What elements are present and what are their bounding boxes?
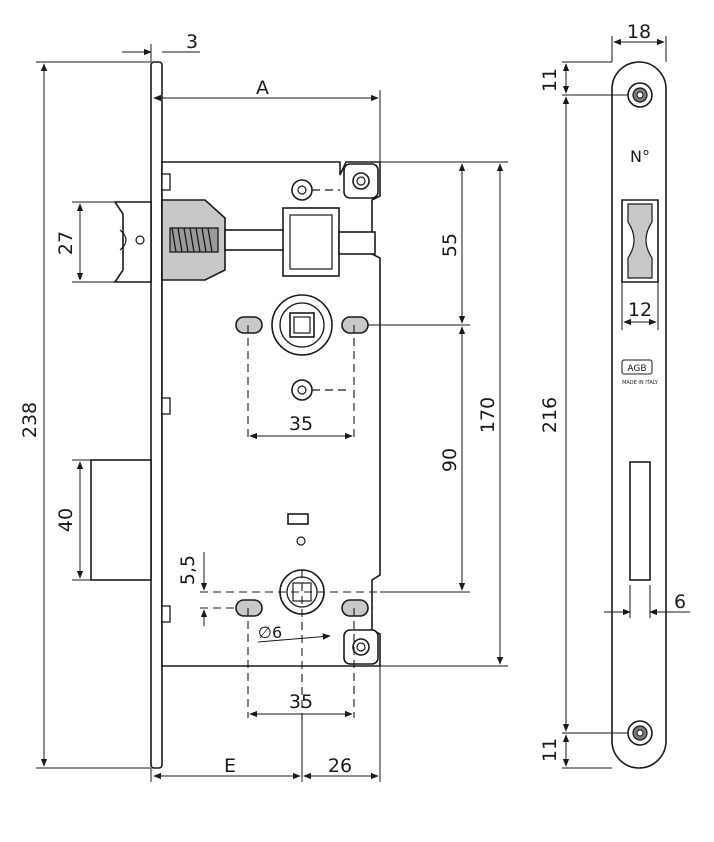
label-screw-offset-top: 11 [539,68,561,92]
label-screw-offset-bottom: 11 [539,738,561,762]
label-body-height: 170 [477,397,499,433]
faceplate-front-view [611,61,667,769]
bolt-slot [629,461,651,581]
screw-bottom [627,720,653,746]
small-slot [287,513,309,525]
label-faceplate-width: 18 [627,21,651,43]
faceplate-screws [161,173,171,623]
label-screw-spacing: 216 [539,397,561,433]
label-fixing-spacing-bottom: 35 [289,691,313,713]
lock-body [161,161,381,667]
label-fixing-spacing-top: 35 [289,413,313,435]
spindle-hub [271,294,333,356]
label-total-height: 238 [19,402,41,438]
screw-top [627,82,653,108]
label-front-thickness: 3 [186,31,198,53]
front-plate [150,61,163,769]
dimension-labels: 3 A 238 27 40 55 90 170 35 35 5,5 ∅6 E 2… [19,21,686,777]
dimension-lines-left [36,44,508,782]
faceplate-made-in: MADE IN ITALY [622,380,659,386]
dead-bolt [90,459,152,581]
label-spindle-to-key: 90 [439,448,461,472]
faceplate-number-mark: N° [630,147,650,166]
small-pin [296,536,306,546]
latch-spring [169,227,219,253]
latch-rod [224,229,286,251]
faceplate-outline [611,61,667,769]
key-hub [279,569,325,615]
label-keyhole-to-front: 26 [328,755,352,777]
label-bolt-height: 40 [55,508,77,532]
label-key-diameter: ∅6 [258,623,282,642]
faceplate-logo-text: AGB [627,364,646,374]
latch-opening [621,199,659,283]
fixing-slot-right-upper [341,316,369,334]
label-key-offset: 5,5 [177,555,199,585]
dimension-lines-right [562,36,690,769]
latch-bolt [113,201,152,283]
label-spindle-to-top: 55 [439,233,461,257]
lock-side-view [90,61,381,769]
label-latch-width: 12 [628,299,652,321]
fixing-slot-right-lower [341,599,369,617]
label-latch-height: 27 [55,231,77,255]
fixing-slot-left-lower [235,599,263,617]
fixing-slot-left-upper [235,316,263,334]
agb-logo [621,359,653,375]
label-slot-width: 6 [674,591,686,613]
label-backset-a: A [256,77,269,99]
label-backset-e: E [224,755,236,777]
